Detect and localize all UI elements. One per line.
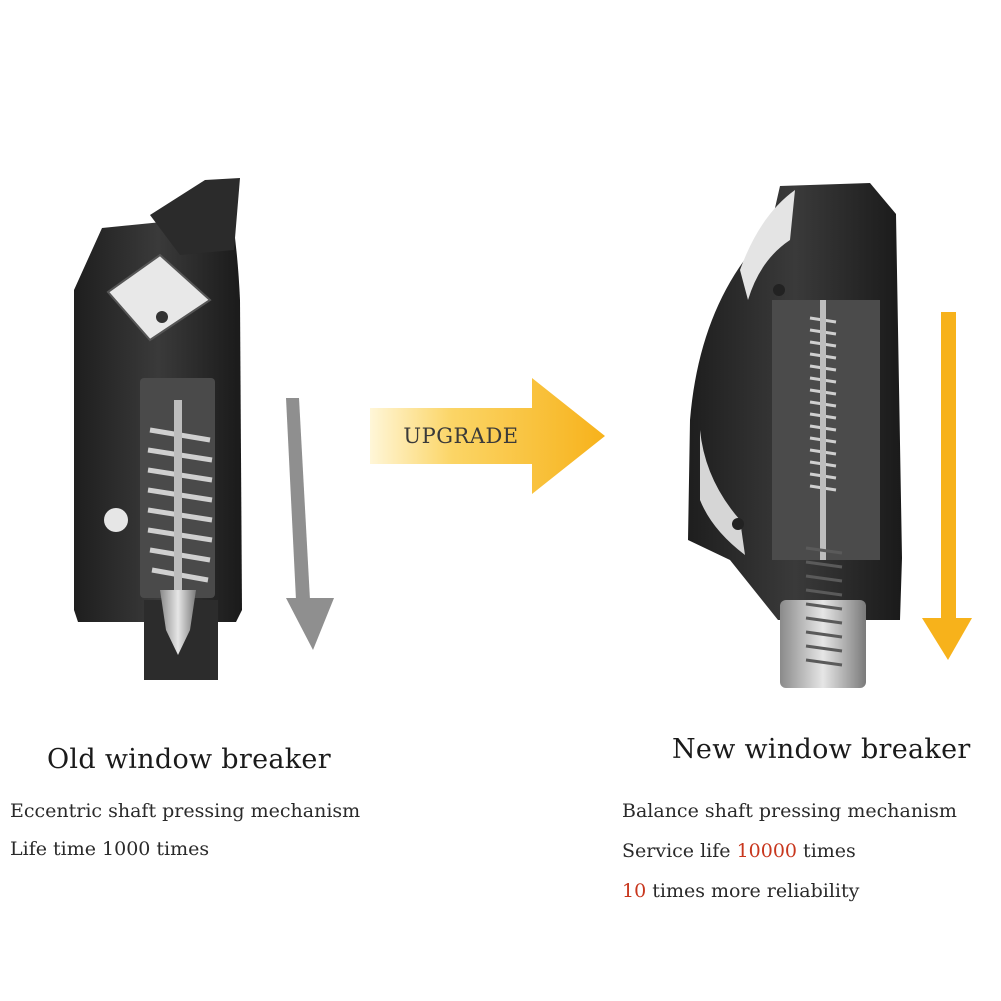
reliability-value: 10 [622,880,647,902]
screw-icon [156,311,168,323]
old-window-breaker-image [74,178,242,680]
new-window-breaker-image [688,183,902,688]
new-reliability: 10 times more reliability [622,880,859,902]
new-mechanism: Balance shaft pressing mechanism [622,800,957,822]
new-arrow-down [922,312,972,660]
old-mechanism: Eccentric shaft pressing mechanism [10,800,361,822]
old-life: Life time 1000 times [10,838,210,860]
new-life-prefix: Service life [622,840,737,862]
old-arrow-down [286,398,334,650]
new-life: Service life 10000 times [622,840,856,862]
old-title: Old window breaker [47,744,331,775]
new-title: New window breaker [672,734,971,765]
reliability-suffix: times more reliability [646,880,860,902]
new-lower-spring-icon [805,546,843,667]
upgrade-arrow [370,378,605,494]
upgrade-label: UPGRADE [403,424,518,448]
new-life-value: 10000 [736,840,798,862]
new-life-suffix: times [797,840,856,862]
